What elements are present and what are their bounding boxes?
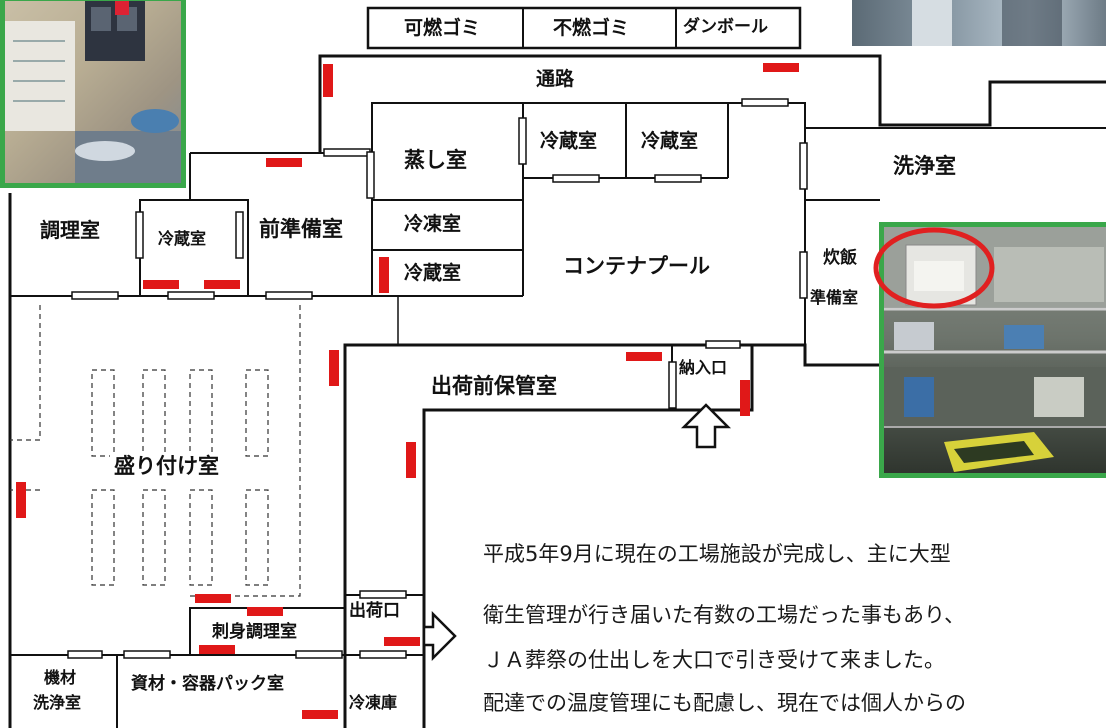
room-freezer-store: 冷凍庫 <box>349 693 398 712</box>
room-nonburnable-garbage: 不燃ゴミ <box>553 17 630 39</box>
garbage-rooms-wall <box>366 6 802 50</box>
room-equip-wash-line2: 洗浄室 <box>33 693 82 712</box>
room-fridge-a: 冷蔵室 <box>540 130 598 152</box>
room-fridge-small: 冷蔵室 <box>158 229 207 248</box>
room-rice-prep-line2: 準備室 <box>810 288 859 307</box>
room-plating: 盛り付け室 <box>110 455 223 478</box>
passage-wall <box>318 54 1106 153</box>
room-wash: 洗浄室 <box>893 154 956 178</box>
description-line-2: 衛生管理が行き届いた有数の工場だった事もあり、 <box>483 603 966 627</box>
room-delivery-in: 納入口 <box>679 358 728 377</box>
room-passage: 通路 <box>536 68 575 90</box>
room-rice-prep-line1: 炊飯 <box>823 248 857 268</box>
photo-prep-room <box>0 0 186 188</box>
room-sashimi: 刺身調理室 <box>212 622 297 642</box>
delivery-in-arrow <box>680 403 732 449</box>
room-container-pool: コンテナプール <box>563 254 710 278</box>
room-pre-ship-storage: 出荷前保管室 <box>431 374 557 398</box>
room-shipping-out: 出荷口 <box>349 601 400 621</box>
photo-top-right <box>852 0 1106 46</box>
room-freezer: 冷凍室 <box>404 213 462 235</box>
room-cardboard: ダンボール <box>683 17 768 37</box>
room-fridge-c: 冷蔵室 <box>404 262 462 284</box>
room-steam: 蒸し室 <box>404 148 467 172</box>
room-cooking: 調理室 <box>40 218 100 242</box>
room-burnable-garbage: 可燃ゴミ <box>404 17 481 39</box>
room-fridge-b: 冷蔵室 <box>641 130 699 152</box>
shipping-out-arrow <box>422 610 457 662</box>
room-prep: 前準備室 <box>259 217 343 241</box>
room-equip-wash-line1: 機材 <box>44 668 77 687</box>
description-line-1: 平成5年9月に現在の工場施設が完成し、主に大型 <box>483 542 951 566</box>
room-materials: 資材・容器パック室 <box>131 674 284 694</box>
highlight-circle <box>873 227 995 309</box>
description-line-4: 配達での温度管理にも配慮し、現在では個人からの <box>483 691 966 715</box>
description-line-3: ＪＡ葬祭の仕出しを大口で引き受けて来ました。 <box>483 648 945 672</box>
